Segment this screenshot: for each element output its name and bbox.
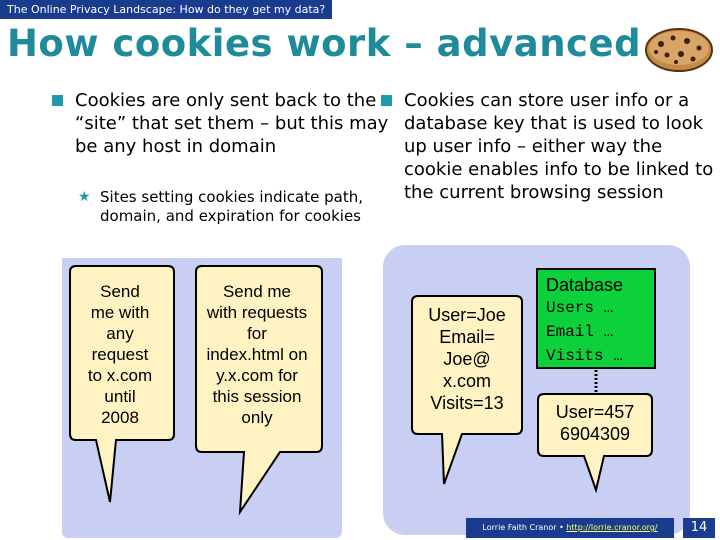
right-bullet-text: Cookies can store user info or a databas… bbox=[404, 90, 714, 203]
speech-bubble-left-1 bbox=[69, 265, 175, 503]
bubble-line: any bbox=[106, 324, 134, 343]
left-sub-bullet-text: Sites setting cookies indicate path, dom… bbox=[100, 188, 363, 225]
bubble-line: Email= bbox=[439, 327, 495, 347]
page-number: 14 bbox=[683, 518, 715, 538]
bubble-line: only bbox=[241, 408, 273, 427]
left-sub-bullet: ★ Sites setting cookies indicate path, d… bbox=[78, 188, 390, 226]
cookie-icon bbox=[645, 28, 713, 72]
database-row: Visits … bbox=[546, 347, 623, 365]
bullet-square-icon bbox=[52, 95, 63, 106]
bubble-line: me with bbox=[90, 303, 150, 322]
database-row: Users … bbox=[546, 299, 614, 317]
database-box: Database Users … Email … Visits … bbox=[536, 268, 656, 369]
bubble-line: Send bbox=[100, 282, 140, 301]
database-row: Email … bbox=[546, 323, 614, 341]
bubble-line: index.html on bbox=[206, 345, 308, 364]
bubble-text-right-2: User=457 6904309 bbox=[540, 401, 650, 445]
footer-separator: • bbox=[559, 523, 564, 532]
bubble-line: User=457 bbox=[555, 402, 635, 422]
bubble-line: y.x.com for bbox=[216, 366, 298, 385]
bubble-line: User=Joe bbox=[428, 305, 506, 325]
bubble-line: this session bbox=[212, 387, 302, 406]
footer-bar: Lorrie Faith Cranor • http://lorrie.cran… bbox=[466, 518, 674, 538]
bubble-line: Joe@ bbox=[443, 349, 491, 369]
footer-author: Lorrie Faith Cranor bbox=[482, 523, 557, 532]
header-topic-bar: The Online Privacy Landscape: How do the… bbox=[0, 0, 332, 19]
bullet-square-icon bbox=[381, 95, 392, 106]
bubble-line: x.com bbox=[442, 371, 491, 391]
slide-title: How cookies work – advanced bbox=[0, 22, 720, 65]
speech-bubble-right-1 bbox=[411, 295, 523, 485]
speech-bubble-left-2 bbox=[195, 265, 323, 516]
footer-url-link[interactable]: http://lorrie.cranor.org/ bbox=[566, 523, 658, 532]
star-bullet-icon: ★ bbox=[78, 189, 91, 205]
bubble-line: 6904309 bbox=[559, 424, 631, 444]
right-bullet: Cookies can store user info or a databas… bbox=[381, 89, 720, 204]
bubble-line: to x.com bbox=[87, 366, 153, 385]
database-title: Database bbox=[546, 275, 624, 295]
bubble-line: Visits=13 bbox=[430, 393, 504, 413]
bubble-line: until bbox=[104, 387, 136, 406]
bubble-line: Send me bbox=[222, 282, 292, 301]
slide-title-text: How cookies work – advanced bbox=[6, 22, 642, 65]
bubble-text-left-2: Send me with requests for index.html on … bbox=[200, 281, 314, 428]
speech-bubble-right-2 bbox=[537, 393, 653, 494]
bubble-line: 2008 bbox=[101, 408, 139, 427]
bubble-text-left-1: Send me with any request to x.com until … bbox=[75, 281, 165, 428]
bubble-line: request bbox=[91, 345, 149, 364]
left-bullet: Cookies are only sent back to the “site”… bbox=[52, 89, 395, 158]
left-bullet-text: Cookies are only sent back to the “site”… bbox=[75, 90, 389, 157]
bubble-line: for bbox=[247, 324, 267, 343]
bubble-line: with requests bbox=[206, 303, 308, 322]
bubble-text-right-1: User=Joe Email= Joe@ x.com Visits=13 bbox=[414, 304, 520, 414]
